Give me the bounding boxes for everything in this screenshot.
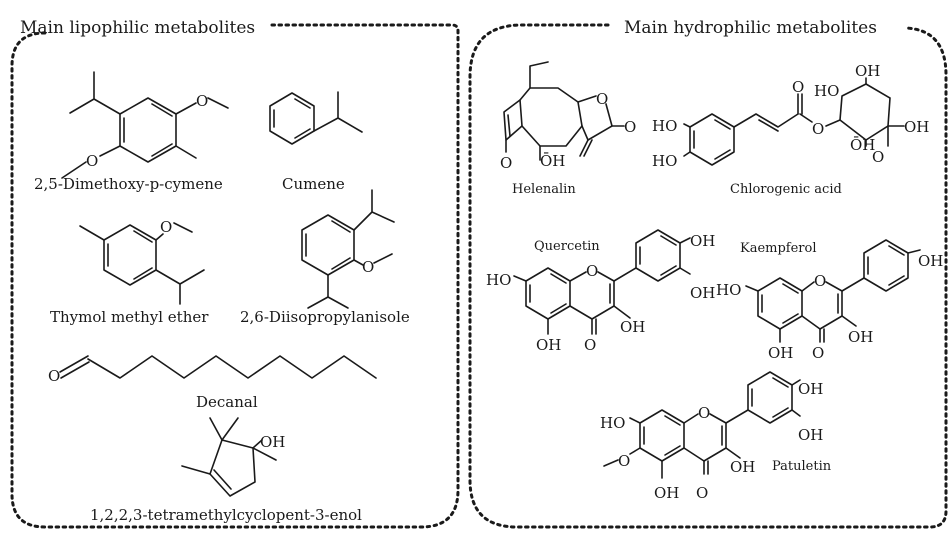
structure-quercetin: Quercetin O O OH HO OH OH OH: [486, 229, 715, 354]
structure-decanal: O: [48, 355, 377, 385]
atom-oh: OH: [730, 458, 755, 476]
name-cumene: Cumene: [282, 175, 345, 193]
atom-o: O: [872, 148, 884, 166]
atom-oh: OH: [848, 328, 873, 346]
name-tetramethylcyclopentenol: 1,2,2,3-tetramethylcyclopent-3-enol: [90, 506, 362, 524]
name-decanal: Decanal: [196, 393, 258, 411]
name-diisopropylanisole: 2,6-Diisopropylanisole: [240, 308, 410, 326]
atom-oh: OH: [904, 118, 929, 136]
structure-dimethoxy-cymene: O O: [61, 71, 229, 179]
atom-oh: OH: [260, 433, 285, 451]
atom-o: O: [696, 484, 708, 502]
atom-ho: HO: [814, 82, 839, 100]
hydrophilic-panel-title: Main hydrophilic metabolites: [624, 18, 877, 38]
atom-ho: HO: [652, 152, 677, 170]
atom-oh: ŌH: [850, 136, 875, 154]
structure-patuletin: HO O O O OH OH OH OH: [600, 371, 823, 502]
atom-o: O: [812, 120, 824, 138]
structure-thymol-methyl-ether: O: [79, 218, 205, 305]
atom-oh: OH: [798, 426, 823, 444]
lipophilic-panel-frame: [10, 23, 460, 529]
atom-oh: OH: [620, 318, 645, 336]
atom-o: O: [698, 404, 710, 422]
name-helenalin: Helenalin: [512, 182, 576, 197]
atom-o: O: [596, 90, 608, 108]
structure-chlorogenic-acid: HO HO O O HO OH ŌH OH O: [652, 62, 929, 170]
atom-o: O: [160, 218, 172, 236]
atom-ho: HO: [600, 414, 625, 432]
name-dimethoxy-cymene: 2,5-Dimethoxy-p-cymene: [34, 175, 223, 193]
atom-o: O: [618, 452, 630, 470]
structure-helenalin: O ŌH O O: [500, 61, 636, 172]
atom-oh: OH: [654, 484, 679, 502]
atom-o: O: [792, 78, 804, 96]
atom-o: O: [586, 262, 598, 280]
atom-oh: OH: [536, 336, 561, 354]
hydrophilic-panel-frame: [468, 23, 948, 529]
atom-oh: OH: [690, 232, 715, 250]
atom-oh: ŌH: [540, 152, 565, 170]
atom-o: O: [624, 118, 636, 136]
name-quercetin: Quercetin: [534, 239, 600, 254]
atom-o: O: [196, 92, 208, 110]
atom-o: O: [362, 258, 374, 276]
atom-o: O: [500, 154, 512, 172]
lipophilic-panel-title: Main lipophilic metabolites: [20, 18, 255, 38]
atom-oh: OH: [768, 344, 793, 362]
name-kaempferol: Kaempferol: [740, 241, 817, 256]
atom-ho: HO: [486, 271, 511, 289]
atom-o: O: [812, 344, 824, 362]
structure-kaempferol: Kaempferol HO O O OH OH OH: [716, 239, 943, 362]
structure-cumene: [269, 91, 363, 145]
name-thymol-methyl-ether: Thymol methyl ether: [50, 308, 209, 326]
atom-o: O: [584, 336, 596, 354]
atom-o: O: [86, 152, 98, 170]
name-patuletin: Patuletin: [772, 459, 832, 474]
atom-o: O: [48, 367, 60, 385]
atom-oh: OH: [918, 252, 943, 270]
structure-diisopropylanisole: O: [301, 189, 395, 309]
atom-o: O: [814, 272, 826, 290]
atom-ho: HO: [652, 117, 677, 135]
atom-ho: HO: [716, 281, 741, 299]
atom-oh: OH: [690, 284, 715, 302]
name-chlorogenic-acid: Chlorogenic acid: [730, 182, 842, 197]
atom-oh: OH: [798, 380, 823, 398]
structure-tetramethylcyclopentenol: OH: [181, 417, 285, 497]
atom-oh: OH: [855, 62, 880, 80]
